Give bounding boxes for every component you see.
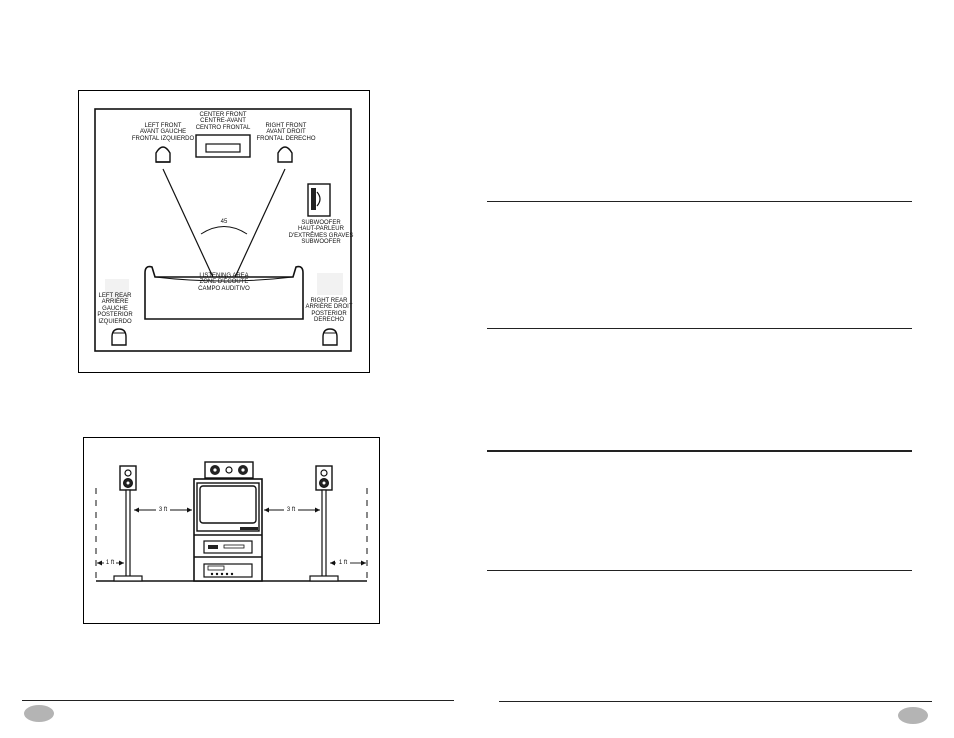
front-view-graphic — [95, 461, 368, 582]
section-rule-1 — [487, 201, 912, 202]
left-tower-speaker — [113, 465, 143, 582]
right-tower-speaker — [309, 465, 339, 582]
room-layout-diagram: CENTER FRONT CENTRE-AVANT CENTRO FRONTAL… — [78, 90, 370, 373]
right-rear-label: RIGHT REAR ARRIÈRE DROIT POSTERIOR DEREC… — [305, 298, 353, 324]
center-front-label: CENTER FRONT CENTRE-AVANT CENTRO FRONTAL — [195, 112, 251, 131]
distance-arrow-right-1ft — [330, 560, 366, 566]
left-rear-label: LEFT REAR ARRIÈRE GAUCHE POSTERIOR IZQUI… — [97, 293, 133, 325]
left-front-label: LEFT FRONT AVANT GAUCHE FRONTAL IZQUIERD… — [131, 123, 195, 142]
center-speaker — [204, 461, 254, 479]
distance-arrow-left-3ft — [134, 507, 192, 513]
left-footer-rule — [22, 700, 454, 701]
section-rule-4 — [487, 570, 912, 571]
section-rule-3 — [487, 450, 912, 452]
subwoofer-label: SUBWOOFER HAUT-PARLEUR D'EXTRÊMES GRAVES… — [288, 220, 354, 246]
distance-label-right-wall: 1 ft — [338, 560, 348, 566]
distance-label-right-tv: 3 ft — [286, 507, 296, 513]
distance-label-left-tv: 3 ft — [158, 507, 168, 513]
right-page-number-badge — [898, 707, 928, 724]
tv-cabinet — [193, 478, 263, 582]
right-front-speaker — [277, 146, 293, 163]
left-page-number-badge — [24, 705, 54, 722]
section-rule-2 — [487, 328, 912, 329]
right-footer-rule — [499, 701, 932, 702]
left-rear-speaker — [111, 328, 127, 346]
distance-arrow-right-3ft — [264, 507, 320, 513]
right-rear-speaker — [322, 328, 338, 346]
listening-area-label: LISTENING AREA ZONE D'ÉCOUTE CAMPO AUDIT… — [198, 273, 250, 292]
front-view-diagram: 3 ft 3 ft 1 ft 1 ft — [83, 437, 380, 624]
angle-arc — [200, 226, 248, 235]
left-front-speaker — [155, 146, 171, 163]
distance-arrow-left-1ft — [97, 560, 124, 566]
room-layout-graphic — [94, 108, 352, 352]
right-front-label: RIGHT FRONT AVANT DROIT FRONTAL DERECHO — [256, 123, 316, 142]
tv-screen — [199, 485, 257, 524]
angle-label: 45 — [220, 219, 228, 225]
room-outline — [94, 108, 352, 352]
distance-label-left-wall: 1 ft — [105, 560, 115, 566]
